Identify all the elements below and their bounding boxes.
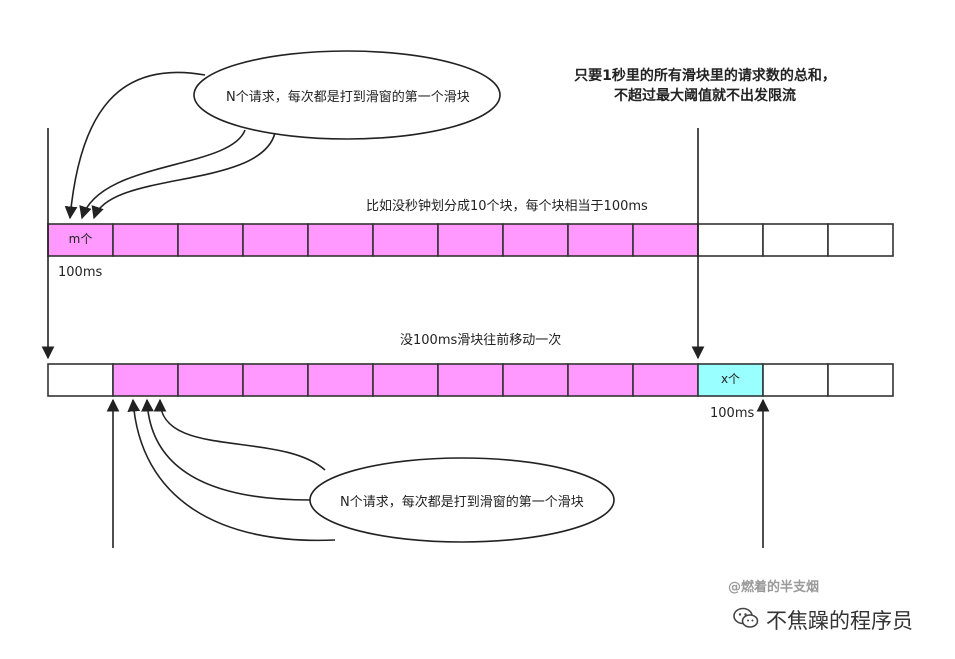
row1-cell-4 bbox=[242, 223, 309, 257]
row1-cell-11 bbox=[697, 223, 764, 257]
row2-cell-5 bbox=[307, 363, 374, 397]
bottom-bubble-arrow-3 bbox=[153, 398, 326, 471]
row2-cell-7 bbox=[437, 363, 504, 397]
bottom-bubble-arrow-1 bbox=[127, 398, 336, 542]
row2-cell-1 bbox=[47, 363, 114, 397]
row1-cell-3 bbox=[177, 223, 244, 257]
top-note-line1: 只要1秒里的所有滑块里的请求数的总和， bbox=[574, 68, 836, 84]
row2-cell-2 bbox=[112, 363, 179, 397]
top-note: 只要1秒里的所有滑块里的请求数的总和， 不超过最大阈值就不出发限流 bbox=[560, 66, 850, 106]
row1-unit-label: 100ms bbox=[58, 265, 103, 280]
row1-cell-8 bbox=[502, 223, 569, 257]
row1-cells bbox=[47, 223, 894, 257]
row1-first-cell-label: m个 bbox=[68, 232, 93, 246]
row2-cell-9 bbox=[567, 363, 634, 397]
row2-cell-3 bbox=[177, 363, 244, 397]
row2-caption: 没100ms滑块往前移动一次 bbox=[400, 333, 562, 348]
top-bubble-arrow-1 bbox=[64, 71, 206, 220]
row1-cell-7 bbox=[437, 223, 504, 257]
top-bubble-arrow-2 bbox=[79, 129, 246, 220]
top-bubble bbox=[193, 50, 501, 140]
row2-new-cell-label: x个 bbox=[720, 372, 741, 386]
row1-cell-12 bbox=[762, 223, 829, 257]
wechat-icon bbox=[733, 606, 759, 630]
row1-cell-13 bbox=[827, 223, 894, 257]
top-note-line2: 不超过最大阈值就不出发限流 bbox=[614, 88, 796, 104]
row2-cell-8 bbox=[502, 363, 569, 397]
top-bubble-text: N个请求，每次都是打到滑窗的第一个滑块 bbox=[226, 90, 470, 105]
row2-cell-13 bbox=[827, 363, 894, 397]
bottom-bubble-arrow-2 bbox=[141, 398, 311, 501]
row1-cell-6 bbox=[372, 223, 439, 257]
row2-cell-4 bbox=[242, 363, 309, 397]
row1-cell-5 bbox=[307, 223, 374, 257]
brand-name: 不焦躁的程序员 bbox=[766, 609, 913, 633]
row1-cell-10 bbox=[632, 223, 699, 257]
row2-unit-label: 100ms bbox=[710, 406, 755, 421]
row2-cells bbox=[47, 363, 894, 397]
row1-cell-2 bbox=[112, 223, 179, 257]
bottom-bubble-text: N个请求，每次都是打到滑窗的第一个滑块 bbox=[340, 495, 584, 510]
row2-cell-6 bbox=[372, 363, 439, 397]
row1-cell-9 bbox=[567, 223, 634, 257]
row2-cell-10 bbox=[632, 363, 699, 397]
row1-caption: 比如没秒钟划分成10个块，每个块相当于100ms bbox=[366, 199, 648, 214]
row2-cell-12 bbox=[762, 363, 829, 397]
watermark: @燃着的半支烟 bbox=[728, 580, 820, 595]
top-bubble-arrow-3 bbox=[91, 132, 276, 220]
